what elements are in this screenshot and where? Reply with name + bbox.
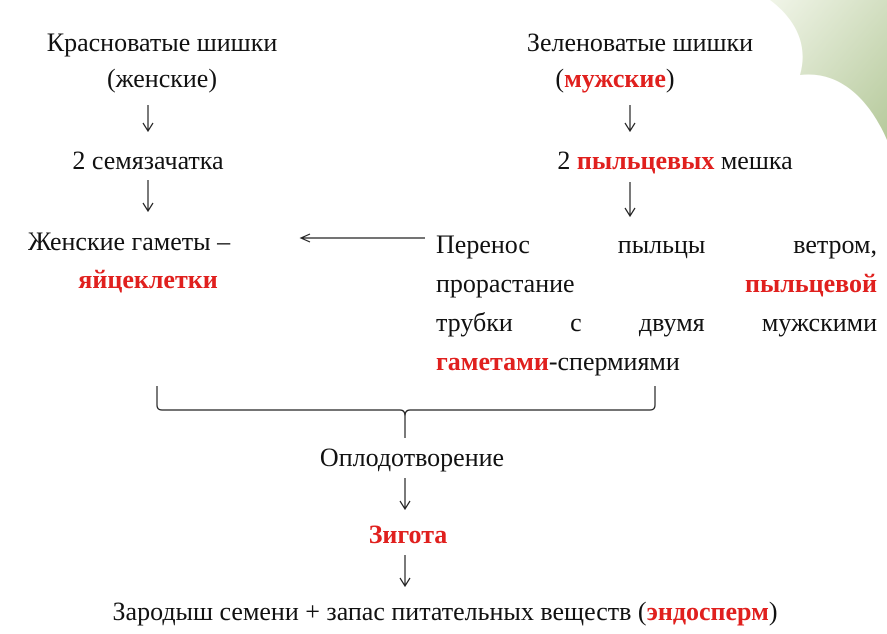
arrow-left-2	[142, 180, 154, 213]
brace	[156, 386, 656, 438]
text: 2	[557, 146, 577, 175]
endosperm-word: эндосперм	[646, 597, 769, 626]
page-curl-decoration	[770, 0, 887, 140]
arrow-left-1	[142, 105, 154, 133]
para-line: прорастание пыльцевой	[436, 264, 877, 303]
pollination-paragraph: Перенос пыльцы ветром, прорастание пыльц…	[436, 225, 877, 381]
arrow-right-1	[624, 105, 636, 133]
left-step2: 2 семязачатка	[72, 146, 224, 175]
para-line: Перенос пыльцы ветром,	[436, 230, 877, 259]
paren: (	[555, 64, 565, 93]
left-subtitle: (женские)	[106, 64, 218, 93]
gametes-word: гаметами	[436, 347, 549, 376]
final-line: Зародыш семени + запас питательных вещес…	[113, 594, 778, 630]
para-line: трубки с двумя мужскими	[436, 308, 877, 337]
text: )	[768, 597, 778, 626]
arrow-center-1	[399, 478, 411, 511]
right-step2: 2 пыльцевых мешка	[557, 143, 792, 179]
pollen-tube-word: пыльцевой	[745, 269, 877, 298]
right-subtitle: (мужские)	[555, 61, 674, 97]
zygote-label: Зигота	[368, 520, 448, 549]
text: прорастание	[436, 269, 575, 298]
text: Зародыш семени + запас питательных вещес…	[112, 597, 647, 626]
text: мешка	[714, 146, 793, 175]
left-gametes-red: яйцеклетки	[78, 265, 218, 294]
left-gametes: Женские гаметы –	[28, 227, 231, 256]
paren: )	[665, 64, 675, 93]
text: -спермиями	[548, 347, 680, 376]
para-line: гаметами-спермиями	[436, 342, 877, 381]
right-title: Зеленоватые шишки	[526, 28, 754, 57]
arrow-right-2	[624, 182, 636, 218]
left-title: Красноватые шишки	[46, 28, 278, 57]
arrow-center-2	[399, 555, 411, 588]
male-label: мужские	[564, 64, 666, 93]
fertilization-label: Оплодотворение	[319, 443, 505, 472]
pollen-word: пыльцевых	[576, 146, 715, 175]
arrow-transfer	[299, 233, 425, 243]
